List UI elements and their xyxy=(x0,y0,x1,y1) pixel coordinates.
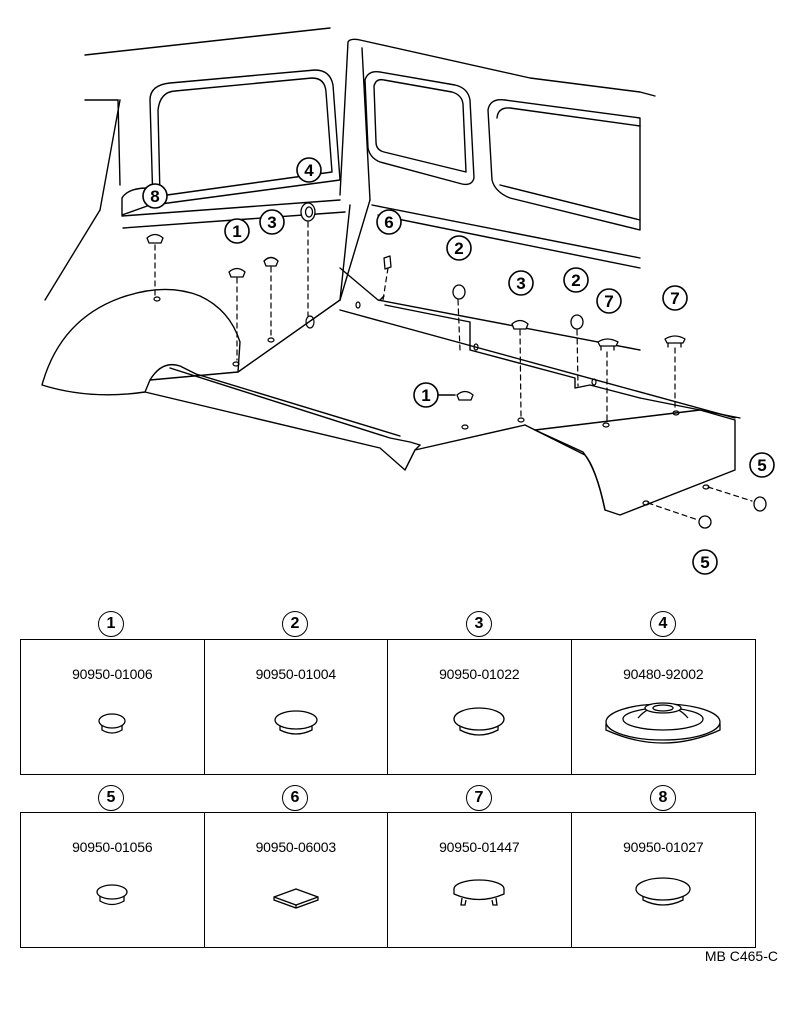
callout-markers: 8 1 3 4 6 2 3 2 7 7 1 5 5 xyxy=(142,157,775,575)
body-outline xyxy=(41,27,741,516)
svg-text:3: 3 xyxy=(267,213,276,232)
callout-7b: 7 xyxy=(662,285,688,311)
leader-lines xyxy=(154,221,753,521)
part-index-3: 3 xyxy=(466,611,492,637)
part-cell-4: 90480-92002 xyxy=(572,640,756,774)
svg-text:5: 5 xyxy=(700,553,709,572)
callout-1b: 1 xyxy=(413,382,439,408)
part-number: 90950-01056 xyxy=(72,839,153,855)
svg-text:3: 3 xyxy=(516,274,525,293)
callout-4: 4 xyxy=(296,157,322,183)
reference-code: MB C465-C xyxy=(704,948,778,964)
part-cell-5: 90950-01056 xyxy=(21,813,205,947)
square-pad-icon xyxy=(273,888,319,909)
svg-text:4: 4 xyxy=(304,161,314,180)
callout-3: 3 xyxy=(259,209,285,235)
part-number: 90950-01027 xyxy=(623,839,704,855)
clip-cap-icon xyxy=(453,879,505,906)
callout-2b: 2 xyxy=(563,267,589,293)
part-cell-2: 90950-01004 xyxy=(205,640,388,774)
part-number: 90950-01006 xyxy=(72,666,153,682)
small-round-plug-icon xyxy=(98,713,126,734)
part-number: 90950-01447 xyxy=(439,839,520,855)
part-index-4: 4 xyxy=(650,611,676,637)
scene-parts xyxy=(146,202,767,529)
part-index-8: 8 xyxy=(650,785,676,811)
part-number: 90950-01004 xyxy=(255,666,337,682)
part-cell-1: 90950-01006 xyxy=(21,640,205,774)
svg-text:2: 2 xyxy=(454,239,463,258)
svg-text:7: 7 xyxy=(670,289,679,308)
svg-text:7: 7 xyxy=(604,292,613,311)
callout-2: 2 xyxy=(446,235,472,261)
callout-1: 1 xyxy=(224,218,250,244)
part-cell-7: 90950-01447 xyxy=(388,813,572,947)
part-number: 90480-92002 xyxy=(623,666,704,682)
large-round-plug-icon xyxy=(635,877,691,906)
parts-table-row-1: 90950-01006 90950-01004 90950-01022 9048… xyxy=(20,639,756,775)
part-index-7: 7 xyxy=(466,785,492,811)
svg-text:1: 1 xyxy=(421,386,430,405)
large-round-plug-icon xyxy=(453,707,505,736)
medium-round-plug-icon xyxy=(274,710,318,735)
grommet-icon xyxy=(605,702,721,744)
callout-5b: 5 xyxy=(692,549,718,575)
part-index-5: 5 xyxy=(98,785,124,811)
svg-text:5: 5 xyxy=(757,456,766,475)
part-cell-6: 90950-06003 xyxy=(205,813,388,947)
part-number: 90950-01022 xyxy=(439,666,520,682)
part-number: 90950-06003 xyxy=(255,839,337,855)
svg-text:1: 1 xyxy=(232,222,241,241)
part-cell-8: 90950-01027 xyxy=(572,813,756,947)
callout-8: 8 xyxy=(142,183,168,209)
part-cell-3: 90950-01022 xyxy=(388,640,572,774)
part-index-6: 6 xyxy=(282,785,308,811)
svg-text:8: 8 xyxy=(150,187,159,206)
callout-3b: 3 xyxy=(508,270,534,296)
svg-text:6: 6 xyxy=(384,213,393,232)
cargo-area-diagram: 8 1 3 4 6 2 3 2 7 7 1 5 5 xyxy=(41,27,775,575)
part-index-2: 2 xyxy=(282,611,308,637)
part-index-1: 1 xyxy=(98,611,124,637)
svg-text:2: 2 xyxy=(571,271,580,290)
callout-7: 7 xyxy=(596,288,622,314)
small-round-plug-icon xyxy=(96,884,128,906)
callout-6: 6 xyxy=(376,209,402,235)
callout-5: 5 xyxy=(749,452,775,478)
parts-table-row-2: 90950-01056 90950-06003 90950-01447 9095… xyxy=(20,812,756,948)
